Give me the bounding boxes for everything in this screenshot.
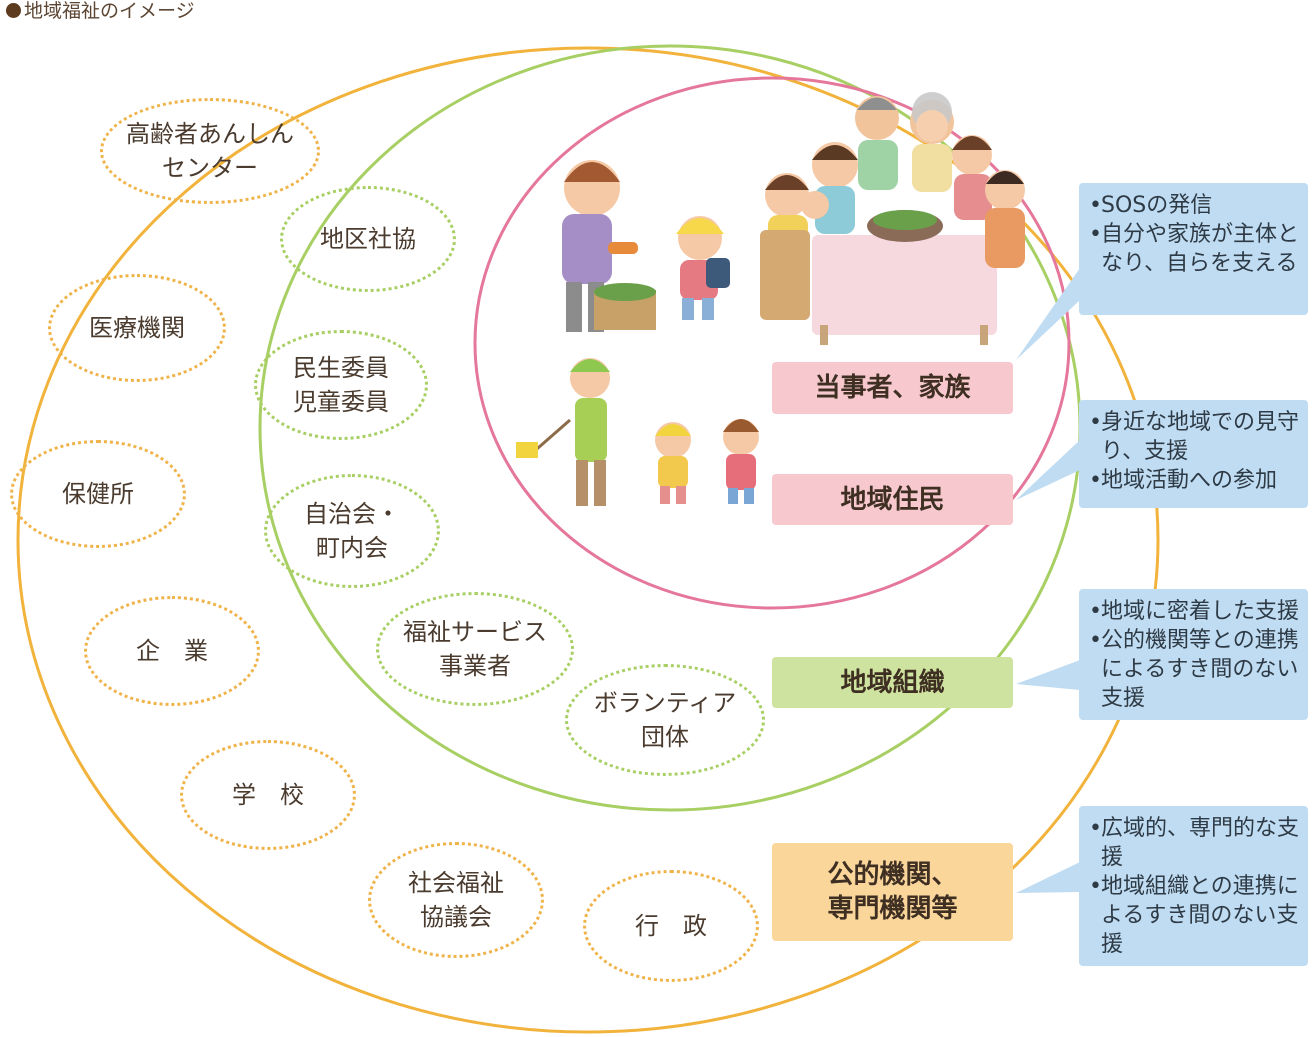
- middle-bubble-neighborhood-assoc: 自治会・ 町内会: [264, 474, 440, 588]
- note-item: 地域組織との連携によるすき間のない支援: [1089, 872, 1300, 959]
- note-item: 身近な地域での見守り、支援: [1089, 408, 1300, 466]
- outer-bubble-medical: 医療機関: [48, 274, 226, 382]
- outer-bubble-elderly-center: 高齢者あんしん センター: [100, 98, 320, 204]
- middle-bubble-welfare-providers: 福祉サービス 事業者: [376, 592, 574, 706]
- outer-bubble-government: 行 政: [583, 870, 759, 982]
- label-persons-family: 当事者、家族: [772, 362, 1013, 414]
- note-item: SOSの発信: [1089, 191, 1300, 220]
- outer-bubble-health-center: 保健所: [10, 440, 186, 548]
- bullet-dot-icon: [6, 3, 21, 18]
- note-item: 公的機関等との連携によるすき間のない支援: [1089, 626, 1300, 713]
- note-item: 広域的、専門的な支援: [1089, 814, 1300, 872]
- middle-bubble-volunteers: ボランティア 団体: [565, 664, 765, 776]
- outer-bubble-social-council: 社会福祉 協議会: [368, 842, 544, 958]
- diagram-title-text: 地域福祉のイメージ: [24, 0, 195, 22]
- diagram-title: 地域福祉のイメージ: [6, 0, 195, 23]
- note-item: 自分や家族が主体となり、自らを支える: [1089, 220, 1300, 278]
- greeting-child-illustration: [562, 160, 730, 332]
- middle-bubble-welfare-commissioners: 民生委員 児童委員: [254, 330, 428, 440]
- note-public-agencies: 広域的、専門的な支援 地域組織との連携によるすき間のない支援: [1079, 806, 1308, 966]
- family-dinner-illustration: [760, 92, 1025, 345]
- note-item: 地域に密着した支援: [1089, 597, 1300, 626]
- label-public-agencies: 公的機関、 専門機関等: [772, 843, 1013, 941]
- note-item: 地域活動への参加: [1089, 466, 1300, 495]
- note-persons-family: SOSの発信 自分や家族が主体となり、自らを支える: [1079, 183, 1308, 315]
- note-residents: 身近な地域での見守り、支援 地域活動への参加: [1079, 400, 1308, 508]
- label-residents: 地域住民: [772, 474, 1013, 525]
- inner-ring: [473, 76, 1071, 610]
- outer-bubble-company: 企 業: [84, 596, 260, 706]
- crossing-guard-illustration: [516, 358, 759, 506]
- note-community-orgs: 地域に密着した支援 公的機関等との連携によるすき間のない支援: [1079, 589, 1308, 720]
- label-community-orgs: 地域組織: [772, 657, 1013, 708]
- outer-bubble-school: 学 校: [180, 740, 356, 850]
- outer-ring: [16, 46, 1160, 1034]
- middle-bubble-district-council: 地区社協: [280, 186, 456, 292]
